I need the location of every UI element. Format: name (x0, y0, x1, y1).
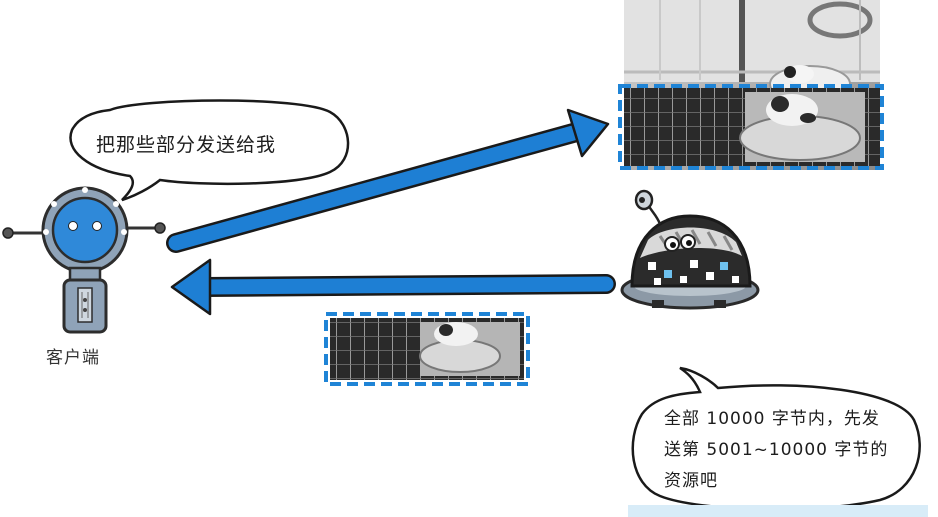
bottom-strip (628, 505, 928, 517)
request-bubble-text: 把那些部分发送给我 (96, 134, 277, 156)
full-image-resource (618, 0, 884, 170)
client-robot (2, 186, 166, 334)
response-bubble-text: 全部 10000 字节内，先发送第 5001~10000 字节的资源吧 (664, 409, 889, 491)
request-speech-bubble (69, 99, 350, 202)
response-arrow (170, 258, 616, 316)
client-label: 客户端 (46, 348, 100, 368)
response-speech-bubble (631, 366, 921, 511)
partial-image-payload (324, 312, 530, 386)
request-arrow (166, 108, 610, 253)
server-robot (620, 189, 760, 310)
